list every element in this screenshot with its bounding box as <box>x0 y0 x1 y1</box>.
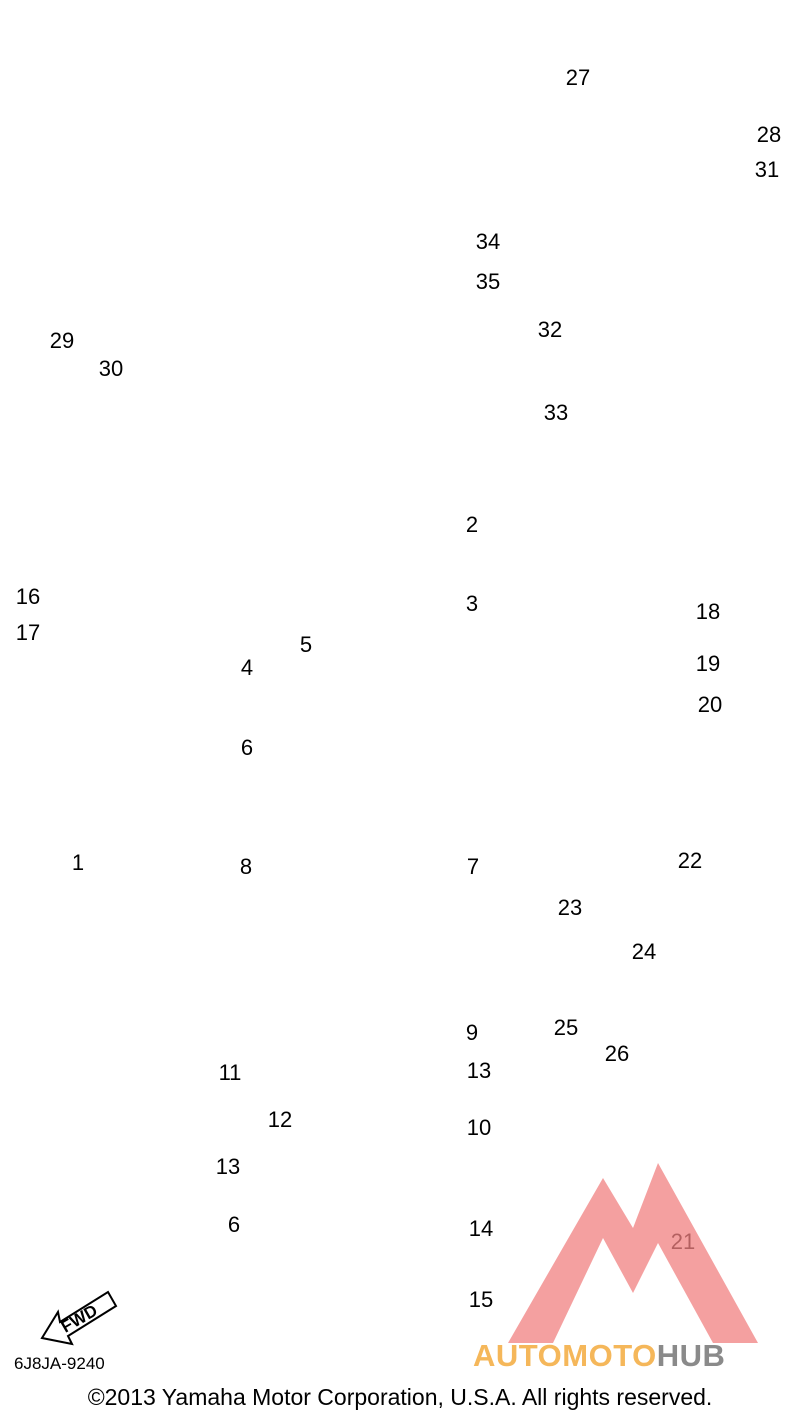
callout-4: 4 <box>240 655 254 680</box>
diagram-part-code: 6J8JA-9240 <box>14 1354 105 1373</box>
callout-16: 16 <box>15 584 41 609</box>
watermark-logo-icon <box>508 1163 758 1343</box>
callout-20: 20 <box>697 692 723 717</box>
watermark-text-part1: AUTOMOTO <box>473 1338 657 1373</box>
callout-22: 22 <box>677 848 703 873</box>
watermark-text-part2: HUB <box>656 1338 726 1373</box>
callout-13-right: 13 <box>466 1058 492 1083</box>
callout-19: 19 <box>695 651 721 676</box>
callout-25: 25 <box>553 1015 579 1040</box>
callout-18: 18 <box>695 599 721 624</box>
callout-35: 35 <box>475 269 501 294</box>
callout-11: 11 <box>218 1060 242 1085</box>
callout-3: 3 <box>465 591 479 616</box>
callout-34: 34 <box>475 229 501 254</box>
copyright-notice: ©2013 Yamaha Motor Corporation, U.S.A. A… <box>87 1384 713 1410</box>
watermark-text: AUTOMOTOHUB <box>473 1338 725 1374</box>
fwd-label: FWD <box>58 1301 101 1337</box>
callout-13-left: 13 <box>215 1154 241 1179</box>
callout-23: 23 <box>557 895 583 920</box>
callout-30: 30 <box>98 356 124 381</box>
callout-6-lower: 6 <box>227 1212 241 1237</box>
callout-2: 2 <box>465 512 479 537</box>
callout-33: 33 <box>543 400 569 425</box>
callout-28: 28 <box>756 122 782 147</box>
callout-27: 27 <box>565 65 591 90</box>
callout-15: 15 <box>468 1287 494 1312</box>
callout-29: 29 <box>49 328 75 353</box>
fwd-arrow-icon: FWD <box>40 1290 118 1346</box>
callout-24: 24 <box>631 939 657 964</box>
callout-26: 26 <box>604 1041 630 1066</box>
callout-5: 5 <box>299 632 313 657</box>
callout-8: 8 <box>239 854 253 879</box>
callout-1: 1 <box>71 850 85 875</box>
callout-31: 31 <box>754 157 780 182</box>
callout-12: 12 <box>267 1107 293 1132</box>
callout-6-upper: 6 <box>240 735 254 760</box>
callout-14: 14 <box>468 1216 494 1241</box>
callout-9: 9 <box>465 1020 479 1045</box>
callout-7: 7 <box>466 854 480 879</box>
callout-17: 17 <box>15 620 41 645</box>
callout-10: 10 <box>466 1115 492 1140</box>
callout-32: 32 <box>537 317 563 342</box>
